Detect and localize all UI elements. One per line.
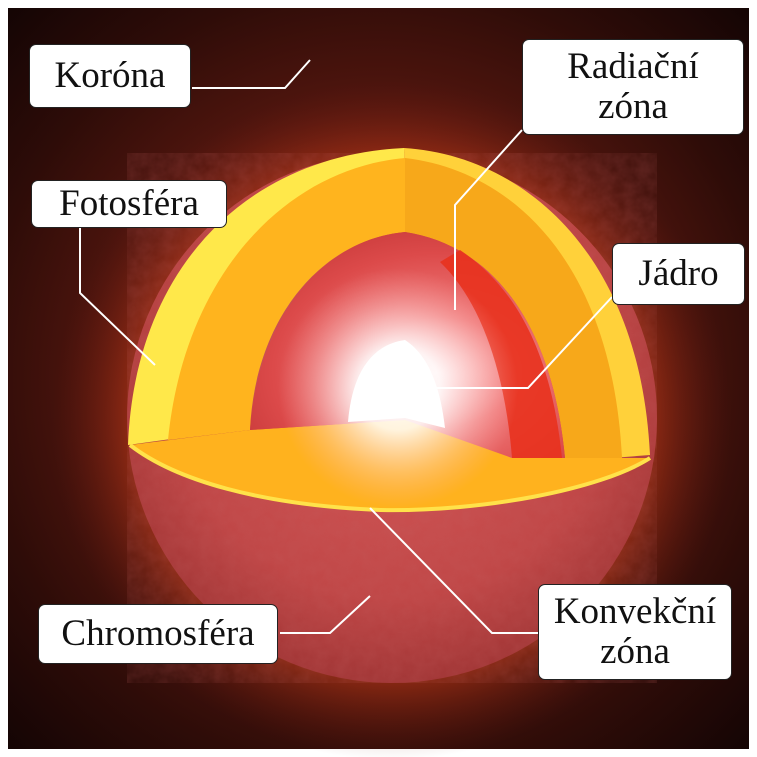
- corona-label: Koróna: [29, 44, 191, 108]
- chromosphere-label: Chromosféra: [38, 604, 278, 664]
- radiative-zone-label-line2: zóna: [598, 87, 668, 127]
- photosphere-label: Fotosféra: [31, 180, 227, 228]
- corona-label-text: Koróna: [55, 56, 166, 96]
- radiative-zone-label-line1: Radiační: [567, 47, 699, 87]
- core-label: Jádro: [612, 243, 745, 305]
- photosphere-label-text: Fotosféra: [59, 184, 199, 224]
- convective-zone-label-line1: Konvekční: [554, 592, 716, 632]
- chromosphere-label-text: Chromosféra: [61, 614, 254, 654]
- convective-zone-label: Konvekční zóna: [538, 584, 732, 680]
- radiative-zone-label: Radiační zóna: [522, 39, 744, 135]
- convective-zone-label-line2: zóna: [600, 632, 670, 672]
- core-label-text: Jádro: [638, 254, 718, 294]
